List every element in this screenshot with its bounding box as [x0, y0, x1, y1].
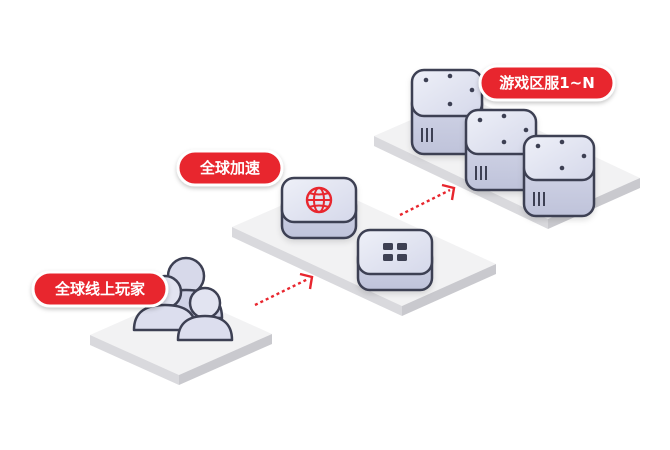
flow-arrow-players-to-acceleration	[254, 272, 314, 307]
game-server-2	[464, 108, 538, 192]
label-acceleration-text: 全球加速	[199, 159, 260, 177]
globe-icon	[305, 186, 333, 214]
flow-arrow-acceleration-to-servers	[399, 183, 456, 217]
server-icon	[410, 68, 596, 218]
acceleration-node-globe	[280, 176, 358, 240]
label-acceleration: 全球加速	[176, 149, 284, 187]
game-server-3	[522, 134, 596, 218]
label-servers: 游戏区服1~N	[478, 64, 616, 102]
label-players: 全球线上玩家	[31, 270, 169, 308]
label-servers-text: 游戏区服1~N	[499, 74, 595, 92]
acceleration-node-grid	[356, 228, 434, 292]
label-players-text: 全球线上玩家	[54, 280, 145, 298]
grid-icon	[383, 243, 407, 261]
